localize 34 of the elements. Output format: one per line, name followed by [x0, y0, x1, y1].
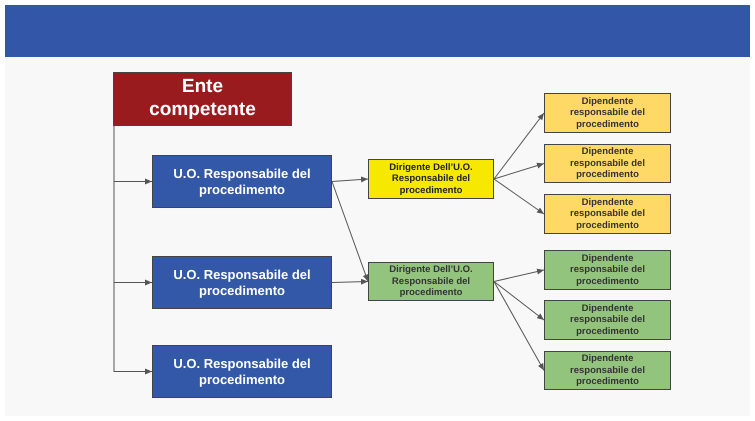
employee-box [544, 194, 671, 234]
employee-box [544, 93, 671, 133]
manager-box [368, 262, 494, 301]
box-label: Dipendente responsabile del procedimento [569, 302, 646, 338]
box-label: U.O. Responsabile del procedimento [172, 356, 312, 388]
arrow [494, 112, 544, 180]
unit-box [152, 345, 332, 398]
arrow [494, 281, 544, 371]
box-label: U.O. Responsabile del procedimento [172, 266, 312, 298]
employee-box [544, 144, 671, 183]
box-label: Dipendente responsabile del procedimento [569, 353, 646, 388]
employee-box [544, 351, 671, 390]
box-label: Dirigente Dell’U.O. Responsabile del procedimento [389, 264, 473, 299]
arrow [494, 178, 544, 214]
box-label: Dipendente responsabile del procedimento [569, 96, 646, 130]
title-box [113, 72, 292, 126]
arrow [332, 181, 368, 282]
arrow [332, 176, 368, 182]
arrow [114, 126, 152, 374]
employee-box [544, 300, 671, 340]
arrow [494, 281, 544, 320]
box-label: Dipendente responsabile del procedimento [569, 196, 646, 232]
box-label: Ente competente [148, 76, 257, 122]
box-label: Dirigente Dell’U.O. Responsabile del procedimento [389, 162, 473, 196]
unit-box [152, 256, 332, 309]
box-label: Dipendente responsabile del procedimento [569, 252, 646, 288]
arrow [332, 278, 368, 285]
arrow [494, 268, 544, 282]
manager-box [368, 159, 494, 199]
box-label: U.O. Responsabile del procedimento [172, 166, 312, 198]
arrow [494, 162, 544, 180]
unit-box [152, 155, 332, 208]
employee-box [544, 250, 671, 290]
box-label: Dipendente responsabile del procedimento [569, 146, 646, 181]
